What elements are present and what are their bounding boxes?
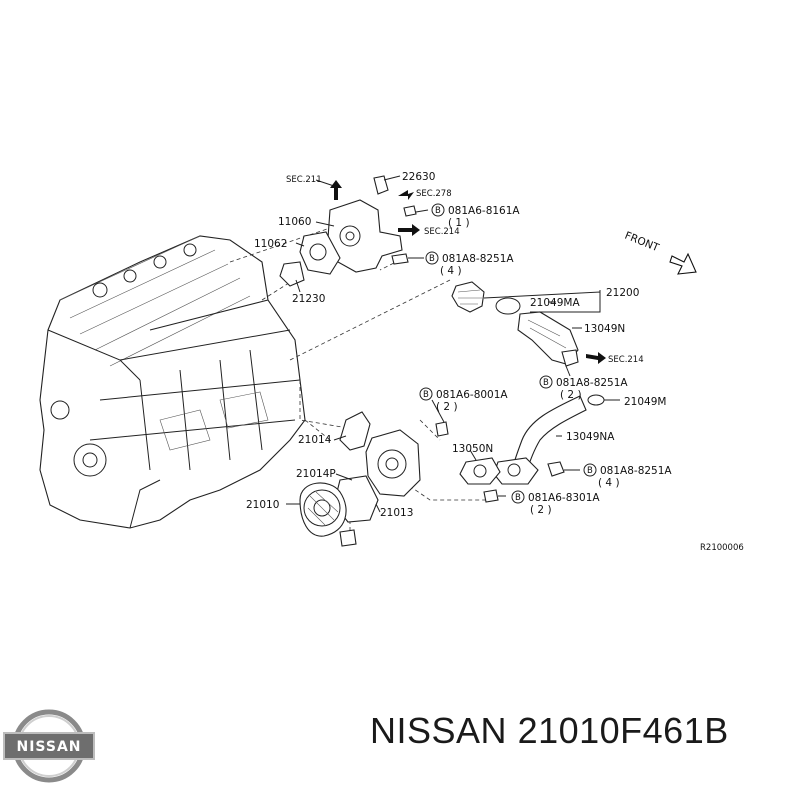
label-081a6-8001a: 081A6-8001A — [436, 389, 508, 401]
reference-code: R2100006 — [700, 543, 744, 553]
front-label: FRONT — [623, 230, 661, 255]
engine-block — [39, 235, 306, 529]
bolt-b-6: B — [515, 493, 521, 503]
label-081a8-8251a-top: 081A8-8251A — [442, 253, 514, 265]
water-pump-group — [286, 399, 501, 547]
label-sec214-mid: SEC.214 — [608, 355, 644, 365]
label-sec214-top: SEC.214 — [424, 227, 460, 237]
label-11062: 11062 — [254, 238, 287, 250]
label-21049m: 21049M — [624, 396, 666, 408]
label-11060: 11060 — [278, 216, 311, 228]
part-number: 21010F461B — [517, 710, 729, 751]
label-qty-2-left: ( 2 ) — [436, 401, 458, 413]
label-21010: 21010 — [246, 499, 279, 511]
label-21014p: 21014P — [296, 468, 336, 480]
bolt-b-3: B — [543, 378, 549, 388]
bolt-b-4: B — [423, 390, 429, 400]
label-081a6-8301a: 081A6-8301A — [528, 492, 600, 504]
thermostat-housing — [451, 281, 601, 377]
label-qty-1: ( 1 ) — [448, 217, 470, 229]
label-13049n: 13049N — [584, 323, 625, 335]
logo-wordmark: NISSAN — [16, 739, 81, 755]
label-13050n: 13050N — [452, 443, 493, 455]
label-081a6-8161a: 081A6-8161A — [448, 205, 520, 217]
label-21200: 21200 — [606, 287, 639, 299]
label-081a8-8251a-mid: 081A8-8251A — [556, 377, 628, 389]
flow-arrows — [330, 180, 606, 364]
bolt-b-2: B — [429, 254, 435, 264]
part-labels: SEC.211 22630 SEC.278 081A6-8161A ( 1 ) … — [246, 171, 744, 553]
water-outlet-assembly — [279, 175, 429, 293]
label-21013: 21013 — [380, 507, 413, 519]
part-title: NISSAN 21010F461B — [370, 710, 790, 770]
label-21230: 21230 — [292, 293, 325, 305]
bolt-b-1: B — [435, 206, 441, 216]
nissan-logo: NISSAN — [3, 709, 95, 783]
front-indicator: FRONT — [623, 230, 697, 275]
label-qty-2-low: ( 2 ) — [530, 504, 552, 516]
label-qty-2-mid: ( 2 ) — [560, 389, 582, 401]
bolt-markers: B B B B B B — [419, 203, 597, 504]
label-21049ma: 21049MA — [530, 297, 580, 309]
brand-name: NISSAN — [370, 710, 508, 751]
label-sec211: SEC.211 — [286, 175, 322, 185]
label-qty-4-top: ( 4 ) — [440, 265, 462, 277]
label-081a8-8251a-low: 081A8-8251A — [600, 465, 672, 477]
bolt-b-5: B — [587, 466, 593, 476]
label-qty-4-low: ( 4 ) — [598, 477, 620, 489]
label-13049na: 13049NA — [566, 431, 615, 443]
label-22630: 22630 — [402, 171, 435, 183]
label-21014: 21014 — [298, 434, 332, 446]
label-sec278: SEC.278 — [416, 189, 452, 199]
